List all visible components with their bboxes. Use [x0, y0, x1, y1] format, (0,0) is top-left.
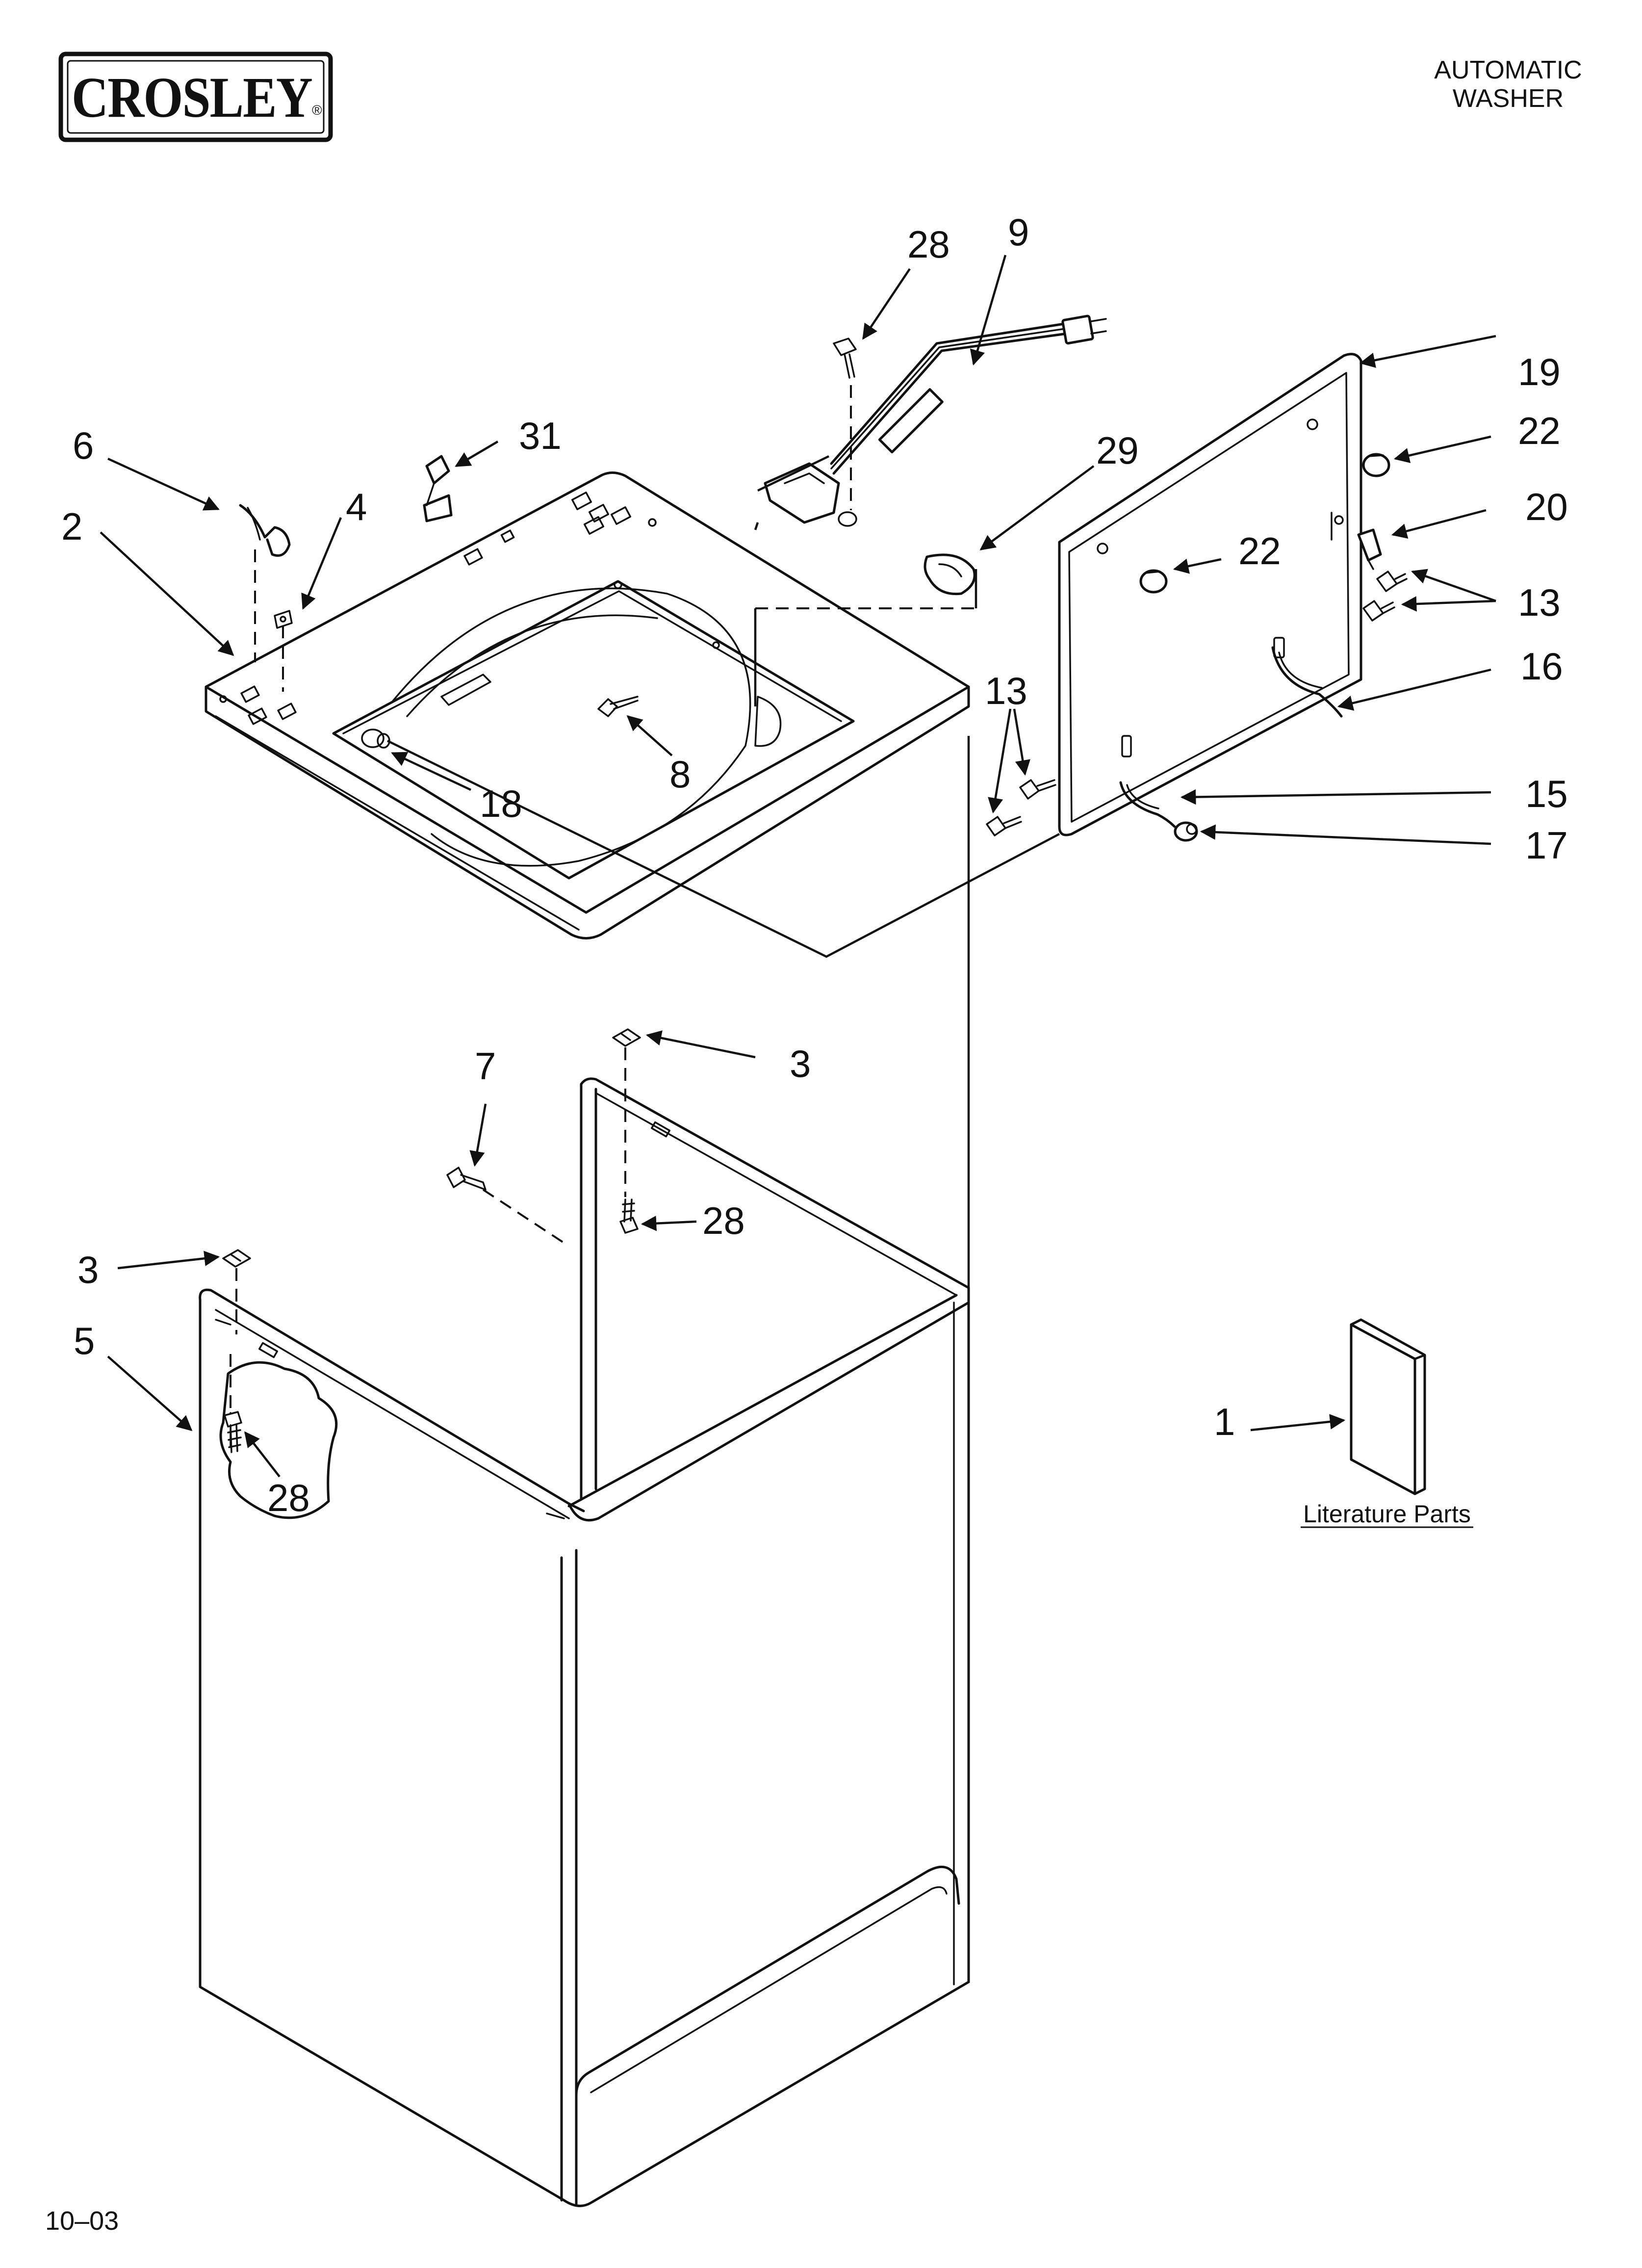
part-28-screw-top [833, 338, 857, 379]
callout-31: 31 [519, 414, 562, 457]
callout-2: 2 [61, 505, 82, 548]
callout-7: 7 [475, 1044, 496, 1088]
part-17-bushing [1174, 821, 1198, 842]
callout-3: 3 [77, 1248, 99, 1291]
part-15-hinge [1119, 735, 1176, 828]
callout-17: 17 [1525, 824, 1568, 867]
part-6-clip [239, 504, 291, 557]
part-22-bumper-top [1362, 453, 1390, 477]
part-28-screw-back [619, 1199, 639, 1234]
callout-28: 28 [702, 1199, 745, 1242]
cabinet [199, 1077, 970, 2207]
callout-19: 19 [1518, 350, 1561, 393]
part-7-screw [446, 1167, 487, 1191]
part-13-screws-lid [1362, 571, 1408, 622]
callout-22: 22 [1238, 529, 1281, 573]
callout-1: 1 [1214, 1400, 1235, 1443]
part-16-hinge [1271, 637, 1343, 718]
callout-8: 8 [669, 753, 691, 796]
part-9-harness [830, 314, 1107, 475]
literature-parts-label: Literature Parts [1303, 1500, 1471, 1528]
part-29-knob [924, 553, 976, 596]
callout-18: 18 [480, 782, 522, 825]
callout-5: 5 [74, 1319, 95, 1362]
callout-16: 16 [1520, 645, 1563, 688]
footer-code: 10–03 [45, 2206, 119, 2236]
registered-mark: ® [312, 103, 322, 118]
alignment-lines [230, 385, 1060, 1413]
lid-switch [764, 462, 857, 527]
callout-15: 15 [1525, 772, 1568, 815]
callout-22: 22 [1518, 409, 1561, 452]
part-4-clip [274, 610, 293, 629]
literature-booklet [1350, 1318, 1426, 1495]
part-13-screws-left [986, 779, 1056, 836]
part-3-clip-top [612, 1028, 641, 1047]
callout-numbers: 28 9 19 22 31 6 29 20 4 2 22 13 16 13 8 … [61, 210, 1568, 1519]
part-22-bumper-mid [1139, 569, 1168, 594]
part-18-grommet [361, 729, 390, 749]
callout-3: 3 [790, 1042, 811, 1085]
part-31-clip [423, 455, 453, 522]
callout-29: 29 [1096, 429, 1139, 472]
callout-6: 6 [73, 424, 94, 467]
callout-20: 20 [1525, 485, 1568, 528]
callout-13: 13 [985, 669, 1027, 712]
part-3-clip-left [222, 1249, 251, 1268]
brand-name: CROSLEY [72, 65, 312, 130]
callout-13: 13 [1518, 581, 1561, 624]
callout-9: 9 [1008, 210, 1029, 254]
part-8-screw [597, 696, 639, 717]
callout-4: 4 [346, 485, 367, 528]
header-line-1: AUTOMATIC [1434, 56, 1582, 84]
header-line-2: WASHER [1453, 84, 1564, 113]
part-28-screw-cutaway [224, 1411, 242, 1453]
lid-frame [1058, 353, 1362, 836]
crosley-logo: CROSLEY ® [58, 52, 333, 142]
callout-28: 28 [267, 1476, 310, 1519]
callout-28: 28 [907, 223, 950, 266]
part-20-actuator [1357, 528, 1382, 570]
top-panel [205, 471, 970, 939]
leader-lines [100, 255, 1496, 1478]
